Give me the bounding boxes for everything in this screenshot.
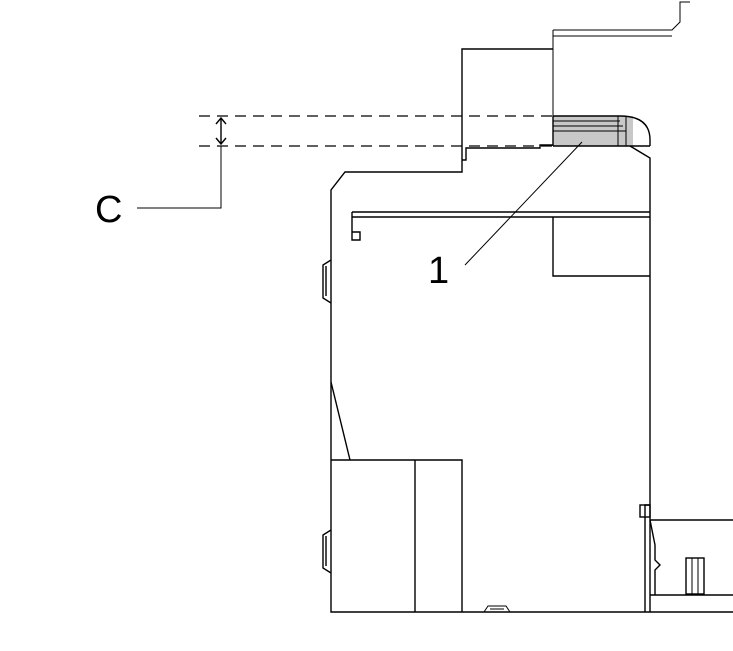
connector-slot-lines — [691, 558, 699, 594]
bottom-clip — [483, 605, 511, 613]
part-1-label: 1 — [428, 250, 449, 292]
dimension-arrow — [215, 116, 227, 146]
top-bracket — [552, 1, 690, 145]
left-knob-upper — [322, 259, 332, 304]
right-body — [629, 145, 651, 612]
part-1-hatch — [553, 116, 627, 146]
housing-outline — [330, 48, 733, 613]
c-label: C — [95, 189, 122, 231]
part-1-leader — [464, 141, 583, 266]
lower-right-connector — [649, 519, 733, 596]
horizontal-plate — [351, 211, 650, 241]
left-knob-lower — [322, 529, 332, 574]
diagonal-edge — [330, 381, 351, 461]
c-leader — [137, 146, 222, 209]
small-square — [639, 504, 651, 518]
connector-slot — [685, 557, 705, 595]
upper-block — [552, 217, 650, 277]
lower-box — [331, 459, 463, 612]
